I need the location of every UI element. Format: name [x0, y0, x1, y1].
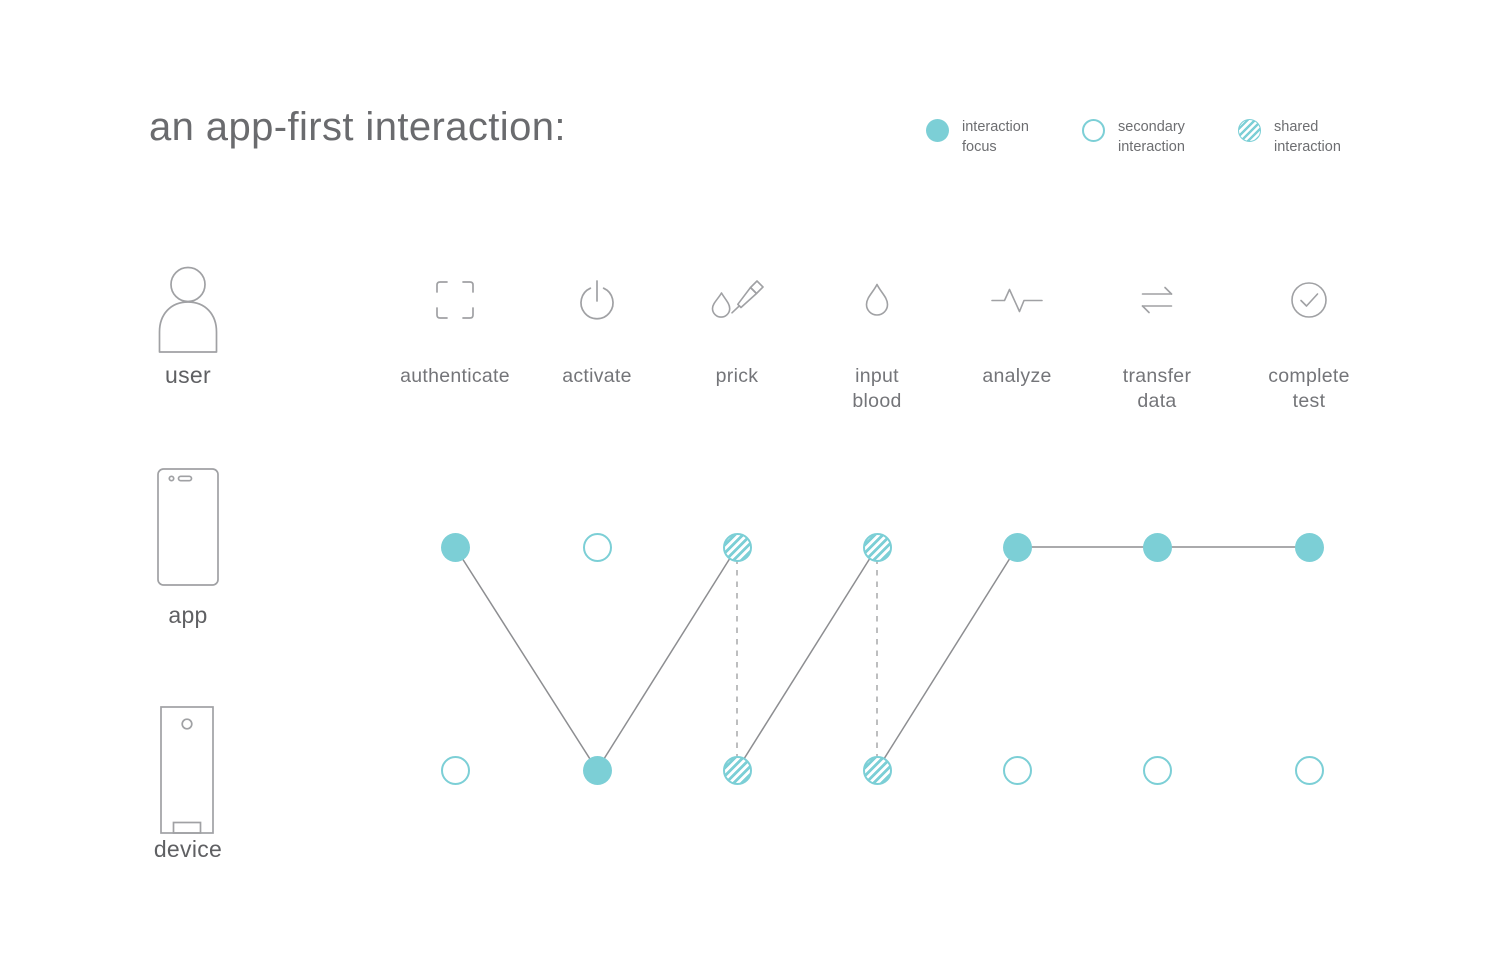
dot-device-authenticate [440, 755, 470, 785]
step-activate: activate [517, 268, 677, 389]
step-transfer-data: transfer data [1077, 268, 1237, 415]
dot-app-transfer-data [1142, 532, 1172, 562]
step-input-blood: input blood [797, 268, 957, 415]
legend-item-label: interaction focus [962, 119, 1029, 155]
transfer-arrows-icon [1137, 268, 1177, 332]
scan-frame-icon [434, 268, 476, 332]
actor-label-user: user [165, 362, 211, 388]
actor-label-device: device [153, 836, 223, 862]
legend-item-label: shared interaction [1274, 119, 1341, 155]
dot-device-input-blood [862, 755, 892, 785]
step-label-complete-test: complete test [1268, 365, 1350, 413]
check-circle-icon [1287, 268, 1331, 332]
actor-label-app: app [168, 602, 208, 628]
blood-drop-icon [862, 268, 892, 332]
dot-app-prick [722, 532, 752, 562]
legend-item-shared-interaction: shared interaction [1238, 117, 1341, 157]
step-label-authenticate: authenticate [400, 365, 510, 387]
power-icon [577, 268, 617, 332]
dot-device-analyze [1002, 755, 1032, 785]
dot-app-complete-test [1294, 532, 1324, 562]
step-label-analyze: analyze [982, 365, 1052, 387]
step-label-activate: activate [562, 365, 632, 387]
diagram-title: an app-first interaction: [149, 105, 566, 149]
step-authenticate: authenticate [375, 268, 535, 389]
step-analyze: analyze [937, 268, 1097, 389]
legend-item-interaction-focus: interaction focus [926, 117, 1029, 157]
pulse-icon [991, 268, 1043, 332]
smartphone-icon [157, 468, 219, 591]
solid-connection-line [596, 546, 738, 771]
dot-app-activate [582, 532, 612, 562]
legend-item-secondary-interaction: secondary interaction [1082, 117, 1185, 157]
solid-connection-line [876, 546, 1018, 771]
user-icon [156, 264, 220, 359]
step-label-input-blood: input blood [852, 365, 902, 413]
dot-app-input-blood [862, 532, 892, 562]
dot-device-prick [722, 755, 752, 785]
step-prick: prick [657, 268, 817, 389]
reader-device-icon [160, 706, 214, 839]
dot-app-authenticate [440, 532, 470, 562]
solid-connection-line [454, 546, 598, 771]
dot-device-transfer-data [1142, 755, 1172, 785]
solid-connection-line [736, 546, 878, 771]
lancet-drop-icon [708, 268, 766, 332]
dot-device-activate [582, 755, 612, 785]
focus-circle-swatch [926, 119, 949, 142]
step-label-transfer-data: transfer data [1122, 365, 1192, 413]
secondary-circle-swatch [1082, 119, 1105, 142]
shared-circle-swatch [1238, 119, 1261, 142]
step-label-prick: prick [715, 365, 759, 387]
dot-device-complete-test [1294, 755, 1324, 785]
dot-app-analyze [1002, 532, 1032, 562]
step-complete-test: complete test [1229, 268, 1389, 415]
legend-item-label: secondary interaction [1118, 119, 1185, 155]
